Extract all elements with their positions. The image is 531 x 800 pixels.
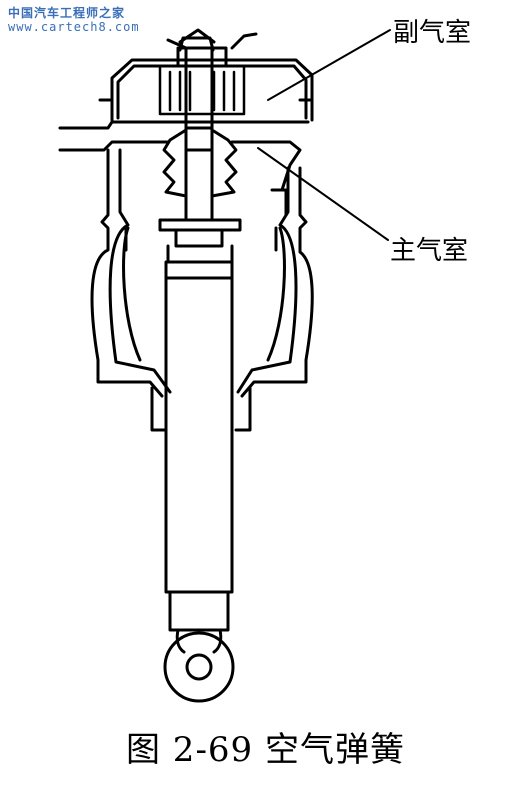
label-main-chamber: 主气室 bbox=[390, 236, 469, 266]
figure-caption: 图 2-69 空气弹簧 bbox=[126, 730, 405, 770]
watermark-line1: 中国汽车工程师之家 bbox=[8, 6, 126, 20]
lower-mount-eye bbox=[163, 631, 235, 703]
top-mount bbox=[166, 28, 258, 68]
watermark-line2: www.cartech8.com bbox=[8, 20, 140, 34]
leader-main bbox=[257, 147, 389, 241]
label-auxiliary-chamber: 副气室 bbox=[393, 18, 472, 48]
main-chamber-sleeve bbox=[90, 148, 314, 432]
leader-lines bbox=[257, 29, 391, 241]
dust-boot bbox=[162, 128, 238, 198]
leader-auxiliary bbox=[267, 29, 391, 101]
damper-seat bbox=[158, 218, 242, 264]
shock-absorber-body bbox=[164, 260, 234, 654]
rubber-bearing bbox=[158, 64, 246, 116]
